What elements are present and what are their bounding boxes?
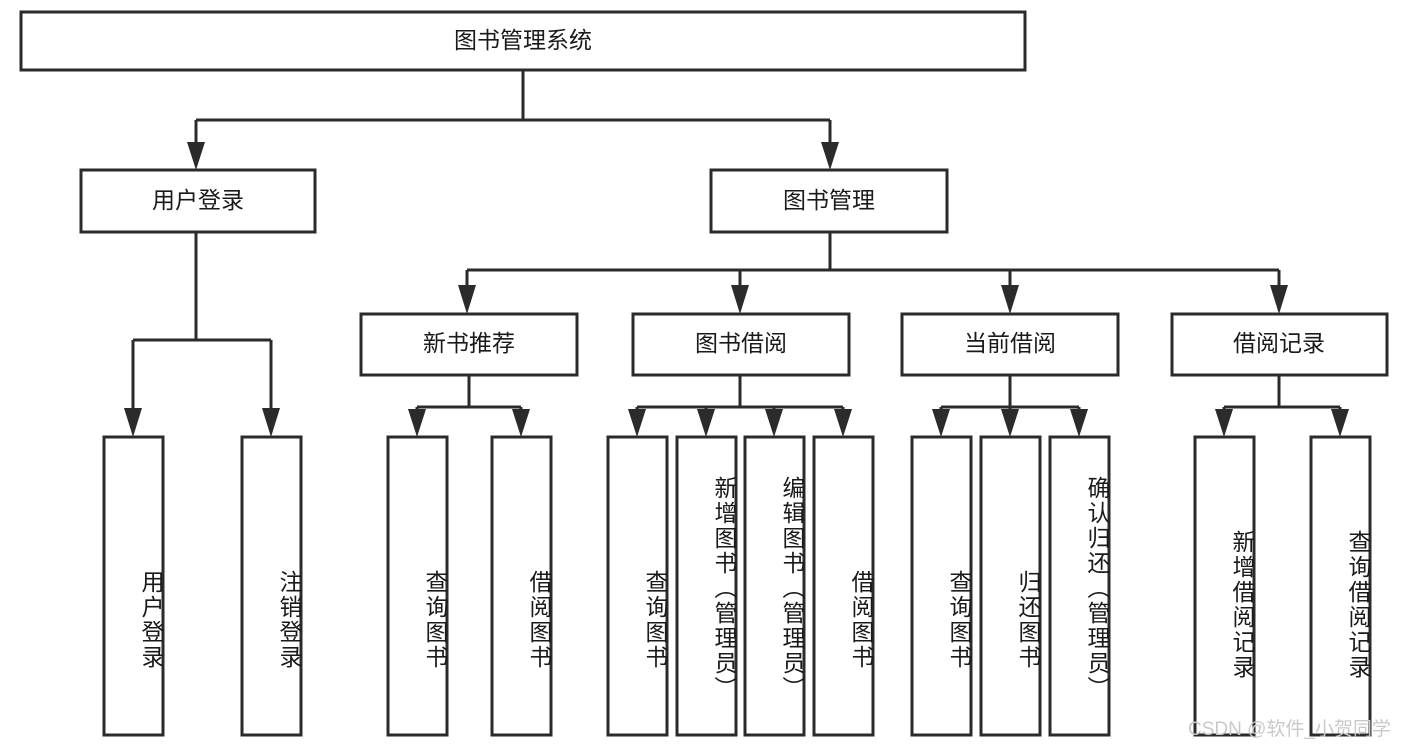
- leaf-box-add-record[interactable]: [1193, 435, 1256, 737]
- arrow-head-icon: [932, 409, 950, 437]
- arrow-head-icon: [124, 408, 142, 437]
- leaf-box-add-book[interactable]: [675, 435, 738, 737]
- node-book-borrow-label: 图书借阅: [695, 330, 787, 356]
- arrow-head-icon: [834, 409, 852, 437]
- leaf-box-borrow-book-b[interactable]: [812, 435, 875, 737]
- arrow-head-icon: [1215, 409, 1233, 437]
- connector-bookborrow-to-leaves: [628, 375, 852, 437]
- node-book-borrow[interactable]: 图书借阅: [631, 312, 851, 377]
- node-user-login-label: 用户登录: [152, 187, 244, 213]
- arrow-head-icon: [262, 408, 280, 437]
- arrow-head-icon: [697, 409, 715, 437]
- leaf-box-logout[interactable]: [240, 435, 303, 737]
- connector-borrowrecord-to-leaves: [1215, 375, 1349, 437]
- leaf-box-edit-book[interactable]: [743, 435, 806, 737]
- arrow-head-icon: [731, 285, 749, 314]
- node-current-borrow[interactable]: 当前借阅: [900, 312, 1120, 377]
- node-root[interactable]: 图书管理系统: [19, 10, 1027, 72]
- node-root-label: 图书管理系统: [454, 27, 592, 53]
- arrow-head-icon: [1001, 285, 1019, 314]
- node-new-book-recommend[interactable]: 新书推荐: [359, 312, 579, 377]
- leaf-box-query-book-a[interactable]: [386, 435, 449, 737]
- arrow-head-icon: [408, 409, 426, 437]
- arrow-head-icon: [1270, 285, 1288, 314]
- leaf-box-query-record[interactable]: [1309, 435, 1372, 737]
- leaf-box-borrow-book-a[interactable]: [490, 435, 553, 737]
- node-book-management-label: 图书管理: [783, 187, 875, 213]
- connector-userlogin-to-leaves: [124, 232, 280, 437]
- arrow-head-icon: [628, 409, 646, 437]
- arrow-head-icon: [458, 285, 476, 314]
- leaf-box-query-book-b[interactable]: [606, 435, 669, 737]
- csdn-watermark: CSDN @软件_小贺同学: [1188, 719, 1391, 740]
- node-current-borrow-label: 当前借阅: [964, 330, 1056, 356]
- arrow-head-icon: [1070, 409, 1088, 437]
- node-user-login[interactable]: 用户登录: [79, 168, 317, 234]
- leaf-box-user-login[interactable]: [102, 435, 165, 737]
- leaf-box-query-book-c[interactable]: [910, 435, 973, 737]
- arrow-head-icon: [765, 409, 783, 437]
- connector-currentborrow-to-leaves: [932, 375, 1088, 437]
- arrow-head-icon: [187, 142, 205, 170]
- node-borrow-record[interactable]: 借阅记录: [1170, 312, 1389, 377]
- arrow-head-icon: [512, 409, 530, 437]
- connector-newbook-to-leaves: [408, 375, 530, 437]
- arrow-head-icon: [1001, 409, 1019, 437]
- leaf-box-confirm-return[interactable]: [1048, 435, 1111, 737]
- arrow-head-icon: [1331, 409, 1349, 437]
- node-book-management[interactable]: 图书管理: [709, 168, 949, 234]
- node-new-book-recommend-label: 新书推荐: [423, 330, 515, 356]
- node-borrow-record-label: 借阅记录: [1233, 330, 1325, 356]
- arrow-head-icon: [821, 142, 839, 170]
- leaf-box-return-book[interactable]: [979, 435, 1042, 737]
- connector-bookmgmt-to-level3: [458, 232, 1288, 314]
- connector-root-to-level2: [187, 70, 839, 170]
